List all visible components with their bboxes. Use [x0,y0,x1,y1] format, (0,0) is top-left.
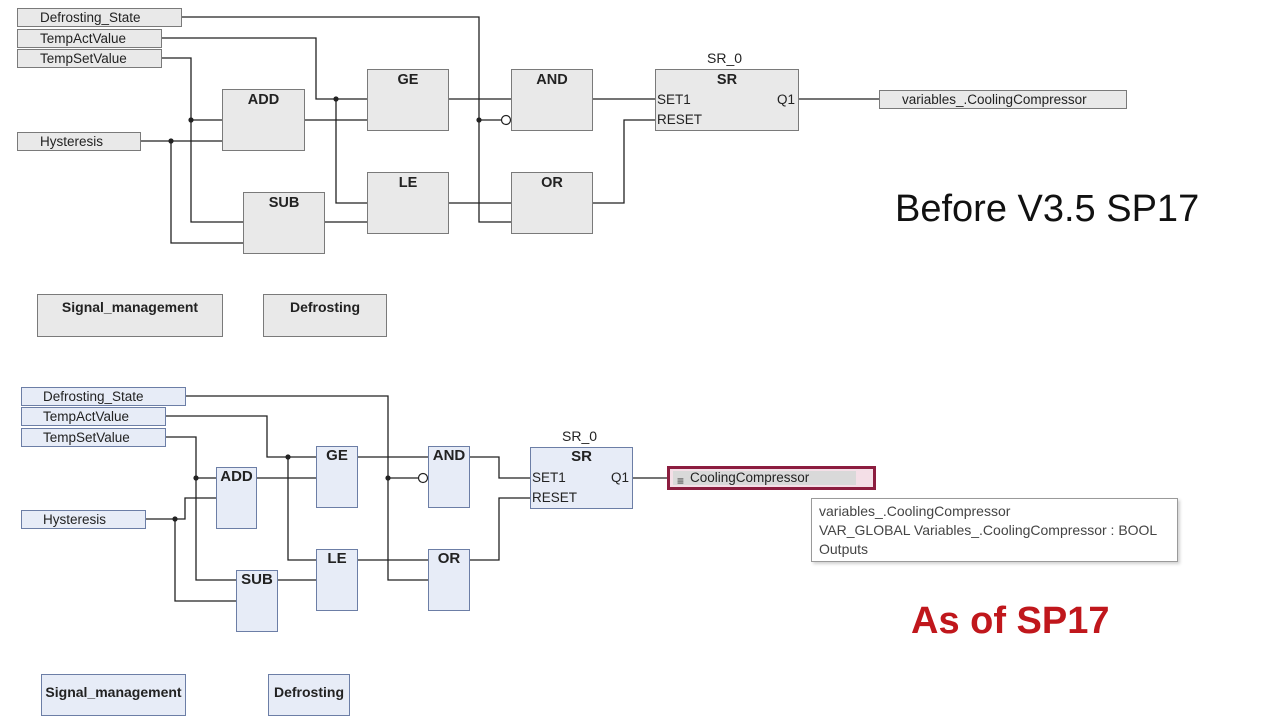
sr-pin-reset: RESET [657,112,703,127]
sr-pin-set1-new: SET1 [532,470,566,485]
tooltip-line-declaration: VAR_GLOBAL Variables_.CoolingCompressor … [819,522,1158,538]
and-block-new-label: AND [432,447,466,464]
le-block[interactable]: LE [367,172,449,234]
and-block[interactable]: AND [511,69,593,131]
input-hysteresis-new[interactable]: Hysteresis [21,510,146,529]
le-block-new[interactable]: LE [316,549,358,611]
sub-block[interactable]: SUB [243,192,325,254]
sub-block-new[interactable]: SUB [236,570,278,632]
or-block[interactable]: OR [511,172,593,234]
le-block-label: LE [398,175,418,191]
list-icon: ≡ [677,474,685,488]
input-temp-set-value-new[interactable]: TempSetValue [21,428,166,447]
module-signal-management-new[interactable]: Signal_management [41,674,186,716]
sr-instance-name-new: SR_0 [562,428,598,444]
input-defrosting-state-new[interactable]: Defrosting_State [21,387,186,406]
add-block-label: ADD [247,92,280,108]
sr-block[interactable]: SR SET1 RESET Q1 [655,69,799,131]
sr-pin-q1: Q1 [776,92,795,107]
add-block-new-label: ADD [220,468,253,485]
variable-tooltip: variables_.CoolingCompressor VAR_GLOBAL … [811,498,1178,562]
add-block-new[interactable]: ADD [216,467,257,529]
ge-block-new[interactable]: GE [316,446,358,508]
or-block-new-label: OR [437,550,461,567]
ge-block-label: GE [397,72,419,88]
input-temp-act-value-new[interactable]: TempActValue [21,407,166,426]
sub-block-new-label: SUB [241,571,273,588]
tooltip-line-category: Outputs [819,541,869,557]
or-block-label: OR [541,175,563,191]
ge-block[interactable]: GE [367,69,449,131]
or-block-new[interactable]: OR [428,549,470,611]
sr-pin-q1-new: Q1 [610,470,629,485]
ge-block-new-label: GE [326,447,348,464]
input-hysteresis[interactable]: Hysteresis [17,132,141,151]
sr-block-new[interactable]: SR SET1 RESET Q1 [530,447,633,509]
output-cooling-compressor[interactable]: variables_.CoolingCompressor [879,90,1127,109]
after-heading: As of SP17 [911,600,1110,642]
module-defrosting[interactable]: Defrosting [263,294,387,337]
sr-instance-name: SR_0 [707,50,743,66]
sr-pin-set1: SET1 [657,92,691,107]
input-defrosting-state[interactable]: Defrosting_State [17,8,182,27]
tooltip-line-name: variables_.CoolingCompressor [819,503,1011,519]
add-block[interactable]: ADD [222,89,305,151]
input-temp-set-value[interactable]: TempSetValue [17,49,162,68]
before-heading: Before V3.5 SP17 [895,188,1200,230]
output-field-text: CoolingCompressor [690,470,810,485]
input-temp-act-value[interactable]: TempActValue [17,29,162,48]
output-field[interactable]: ≡ CoolingCompressor [673,470,856,488]
sub-block-label: SUB [268,195,300,211]
module-defrosting-new[interactable]: Defrosting [268,674,350,716]
sr-pin-reset-new: RESET [532,490,578,505]
and-block-label: AND [536,72,568,88]
module-signal-management[interactable]: Signal_management [37,294,223,337]
sr-block-new-label: SR [571,448,592,465]
le-block-new-label: LE [327,550,347,567]
sr-block-label: SR [716,72,738,88]
output-cooling-compressor-selected[interactable]: ≡ CoolingCompressor [667,466,876,490]
and-block-new[interactable]: AND [428,446,470,508]
